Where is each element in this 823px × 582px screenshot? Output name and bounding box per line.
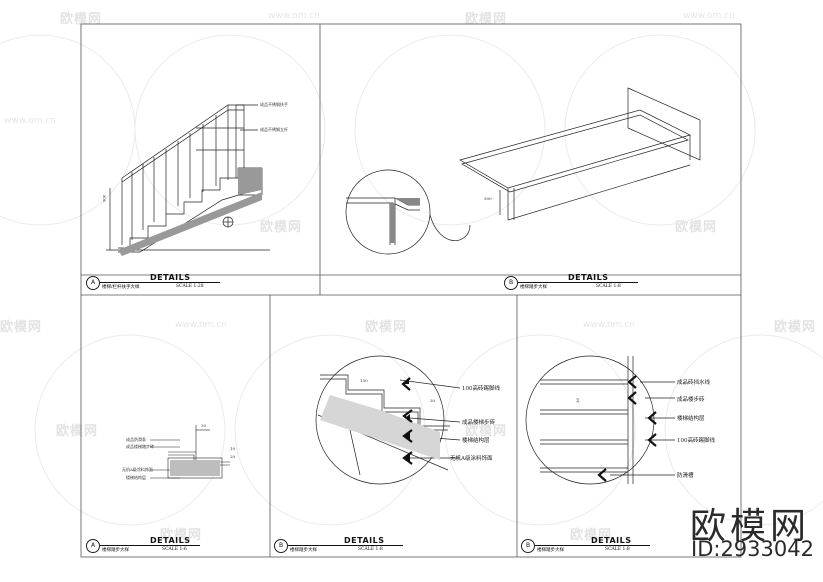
p4-note-3: 楼梯结构层 xyxy=(462,438,490,444)
title-scale: SCALE 1:6 xyxy=(162,547,187,552)
title-text: DETAILS xyxy=(150,536,191,545)
p4-dim-2: 30 xyxy=(430,398,436,403)
title-name: 楼梯踏步大样 xyxy=(290,548,317,553)
p4-dim-1: 150 xyxy=(360,378,368,383)
title-name: 楼梯/栏杆扶手大样 xyxy=(102,285,140,290)
title-rule xyxy=(100,545,200,546)
p2-dim-depth: 300 xyxy=(484,196,492,201)
watermark-brand: 欧模网 xyxy=(465,424,508,439)
title-text: DETAILS xyxy=(591,536,632,545)
p4-note-4: 无机A级涂料饰面 xyxy=(450,456,493,462)
title-scale: SCALE 1:28 xyxy=(176,284,204,289)
title-text: DETAILS xyxy=(568,273,609,282)
brand-name: 欧模网 xyxy=(690,506,811,547)
p3-note-4: 楼梯结构层 xyxy=(126,475,146,480)
watermark-brand: 欧模网 xyxy=(0,320,43,335)
title-text: DETAILS xyxy=(344,536,385,545)
title-rule xyxy=(518,282,638,283)
title-scale: SCALE 1:8 xyxy=(358,547,383,552)
title-name: 楼梯踏步大样 xyxy=(537,548,564,553)
watermark-brand: 欧模网 xyxy=(774,320,817,335)
watermark-brand: 欧模网 xyxy=(60,12,103,27)
p5-dim-1: 30 xyxy=(575,397,581,404)
p3-dim-2: 10 xyxy=(230,446,236,451)
watermark-brand: 欧模网 xyxy=(160,528,203,543)
p5-note-5: 防滑槽 xyxy=(677,473,694,479)
p4-note-1: 100高砖踢脚线 xyxy=(462,386,500,392)
watermark-url: www.om.cn xyxy=(268,11,320,21)
title-block-p3: A DETAILS 楼梯踏步大样 SCALE 1:6 xyxy=(86,536,266,555)
p5-note-4: 100高砖踢脚线 xyxy=(677,438,715,444)
title-text: DETAILS xyxy=(150,273,191,282)
watermark-brand: 欧模网 xyxy=(56,424,99,439)
title-block-p5: B DETAILS 楼梯踏步大样 SCALE 1:8 xyxy=(521,536,721,555)
title-scale: SCALE 1:8 xyxy=(605,547,630,552)
watermark-brand: 欧模网 xyxy=(365,320,408,335)
p5-note-2: 成品楼步砖 xyxy=(677,397,705,403)
watermark-brand: 欧模网 xyxy=(465,12,508,27)
p3-note-2: 成品楼梯踏步砖 xyxy=(126,444,154,449)
watermark-brand: 欧模网 xyxy=(675,220,718,235)
title-circle: B xyxy=(504,276,518,290)
p1-note-handrail: 成品不锈钢扶手 xyxy=(260,102,288,107)
title-circle: B xyxy=(521,539,535,553)
title-scale: SCALE 1:8 xyxy=(596,284,621,289)
brand-id: ID:2933042 xyxy=(691,537,814,561)
p3-dim-1: 30 xyxy=(201,423,207,428)
title-rule xyxy=(100,282,220,283)
p3-dim-3: 20 xyxy=(230,454,236,459)
watermark-brand: 欧模网 xyxy=(260,220,303,235)
p5-note-3: 楼梯结构层 xyxy=(677,416,705,422)
title-block-p2: B DETAILS 楼梯踏步大样 SCALE 1:8 xyxy=(504,273,704,292)
p4-note-2: 成品楼梯步砖 xyxy=(462,420,496,426)
title-name: 楼梯踏步大样 xyxy=(102,548,129,553)
p5-note-1: 成品砖挡水线 xyxy=(677,380,711,386)
watermark-url: www.om.cn xyxy=(175,320,227,330)
watermark-url: www.om.cn xyxy=(4,116,56,126)
title-name: 楼梯踏步大样 xyxy=(520,285,547,290)
watermark-brand: 欧模网 xyxy=(570,528,613,543)
p3-note-1: 成品防滑条 xyxy=(126,437,146,442)
p3-note-3: 无机A级涂料饰面 xyxy=(122,467,153,472)
watermark-url: www.om.cn xyxy=(583,320,635,330)
title-rule xyxy=(535,545,650,546)
p1-dim-height: 900 xyxy=(101,194,107,203)
title-circle: A xyxy=(86,276,100,290)
p1-note-post: 成品不锈钢立杆 xyxy=(260,127,288,132)
title-circle: A xyxy=(86,539,100,553)
watermark-url: www.om.cn xyxy=(683,11,735,21)
title-block-p4: B DETAILS 楼梯踏步大样 SCALE 1:8 xyxy=(274,536,474,555)
title-circle: B xyxy=(274,539,288,553)
title-block-p1: A DETAILS 楼梯/栏杆扶手大样 SCALE 1:28 xyxy=(86,273,286,292)
title-rule xyxy=(288,545,403,546)
